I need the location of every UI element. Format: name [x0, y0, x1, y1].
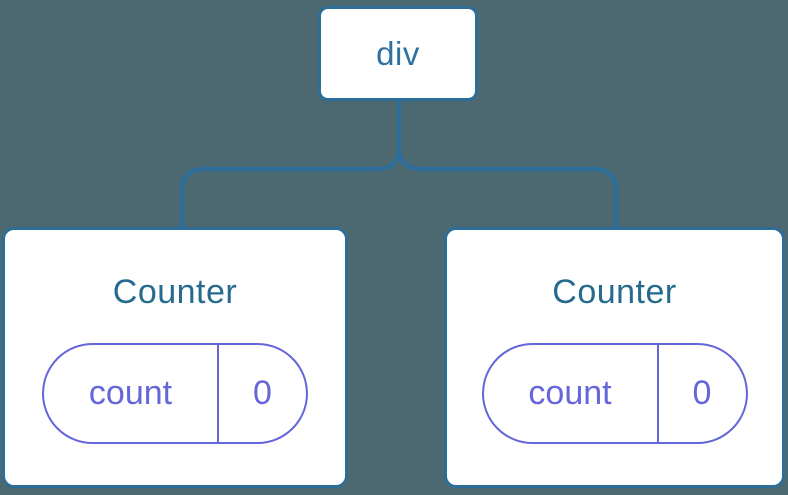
counter-card-right: Counter count 0 — [444, 227, 785, 488]
counter-card-left: Counter count 0 — [2, 227, 348, 488]
state-key-label: count — [44, 345, 219, 442]
counter-title: Counter — [112, 273, 238, 311]
state-value: 0 — [692, 374, 712, 412]
root-node-div: div — [318, 6, 478, 101]
state-pill: count 0 — [42, 343, 308, 444]
state-key-label: count — [484, 345, 659, 442]
state-pill: count 0 — [481, 343, 748, 444]
state-value: 0 — [253, 374, 272, 412]
connector-right-branch — [396, 101, 619, 229]
root-node-label: div — [376, 34, 420, 72]
connector-left-branch — [179, 101, 402, 229]
counter-title: Counter — [552, 273, 677, 311]
